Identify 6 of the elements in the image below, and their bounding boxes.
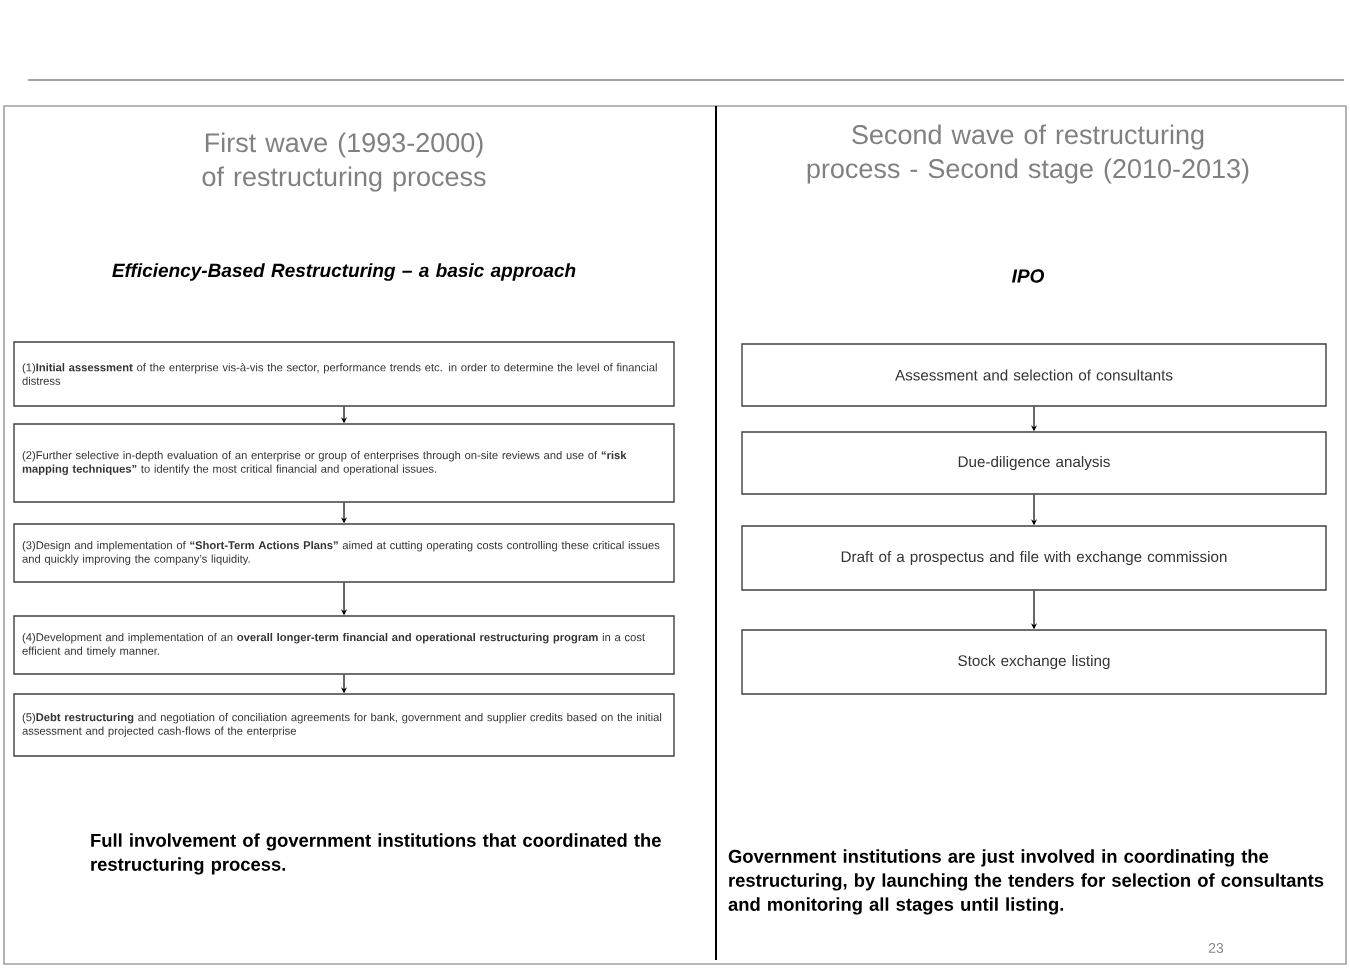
panel-subtitle: IPO bbox=[1012, 269, 1045, 283]
panel-heading: Second wave of restructuring process - Second stage (2010-2013) bbox=[807, 124, 1249, 184]
note-text: Government institutions are just involved in coordinating the restructuring, by launching the tenders for selection of consultants and monitoring all stages until listing. bbox=[728, 849, 1324, 915]
panel-heading: First wave (1993-2000) of restructuring process bbox=[202, 132, 486, 192]
panel-subtitle: Efficiency-Based Restructuring – a basic approach bbox=[112, 263, 576, 281]
note-text: Full involvement of government institutions that coordinated the restructuring process. bbox=[91, 833, 661, 875]
